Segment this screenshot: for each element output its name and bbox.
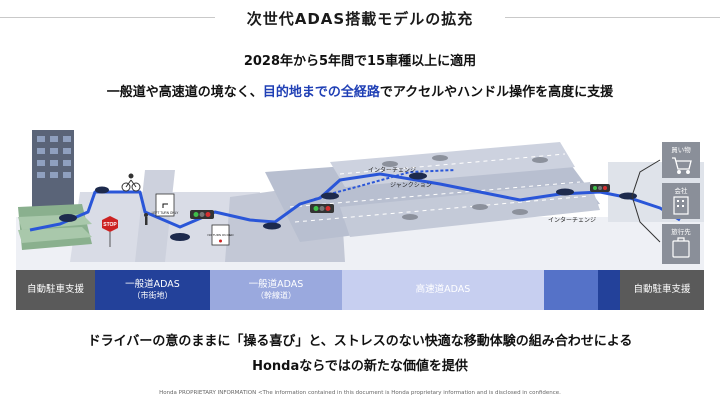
car-icon (402, 214, 418, 220)
lead-line-2-pre: 一般道や高速道の境なく、 (106, 85, 263, 100)
title-divider-left (0, 17, 215, 18)
no-turn-on-red-text: NO TURN ON RED (207, 233, 234, 237)
stage-band: 自動駐車支援 一般道ADAS （市街地） 一般道ADAS （幹線道） 高速道AD… (16, 270, 704, 310)
pedestrian-icon (144, 213, 148, 225)
dest-office-label: 会社 (675, 186, 689, 195)
lead-line-2: 一般道や高速道の境なく、目的地までの全経路でアクセルやハンドル操作を高度に支援 (0, 81, 720, 100)
car-icon (263, 222, 281, 230)
parking-garage (18, 204, 92, 250)
junction-label: ジャンクション (390, 182, 432, 189)
shopping-cart-icon (672, 157, 692, 174)
stop-sign: STOP (102, 216, 118, 247)
lead-line-2-highlight: 目的地までの全経路 (262, 85, 380, 100)
traffic-light-icon (310, 204, 334, 213)
traffic-light-icon (590, 184, 610, 192)
car-icon (532, 157, 548, 163)
interchange-label-right: インターチェンジ (548, 216, 596, 224)
stage-label: 自動駐車支援 (26, 284, 84, 296)
stage-label: 自動駐車支援 (633, 284, 691, 296)
car-icon (556, 188, 574, 196)
closing-line-2: Hondaならではの新たな価値を提供 (252, 359, 468, 374)
stage-urban-adas: 一般道ADAS （市街地） (95, 270, 210, 310)
stage-highway-adas: 高速道ADAS (342, 270, 544, 310)
car-icon (95, 186, 109, 194)
stage-arterial-adas: 一般道ADAS （幹線道） (210, 270, 342, 310)
suitcase-icon (672, 237, 690, 258)
confidentiality-footer: Honda PROPRIETARY INFORMATION <The infor… (159, 390, 561, 396)
stage-label: 高速道ADAS (415, 284, 471, 296)
dest-travel-label: 旅行先 (671, 227, 691, 236)
car-icon (382, 161, 398, 167)
car-icon (472, 204, 488, 210)
left-turn-only-sign: LEFT TURN ONLY (152, 193, 180, 217)
title-divider-right (505, 17, 720, 18)
lead-line-2-post: でアクセルやハンドル操作を高度に支援 (379, 85, 614, 100)
lead-line-1: 2028年から5年間で15車種以上に適用 (243, 54, 477, 69)
stage-auto-parking-start: 自動駐車支援 (16, 270, 95, 310)
stage-urban-exit (598, 270, 620, 310)
car-icon (619, 192, 637, 200)
no-turn-on-red-sign: NO TURN ON RED (207, 224, 234, 246)
lower-expressway (340, 182, 600, 237)
car-icon (321, 192, 339, 200)
left-turn-only-text: LEFT TURN ONLY (152, 211, 180, 215)
building-icon (673, 196, 689, 215)
stage-label: 一般道ADAS (125, 279, 180, 291)
stage-sublabel: （幹線道） (256, 290, 296, 300)
car-icon (432, 155, 448, 161)
car-icon (170, 233, 190, 241)
route-illustration: STOP LEFT TURN ONLY NO TURN ON RED インターチ… (0, 112, 720, 272)
dest-shopping-label: 買い物 (671, 145, 691, 154)
header: 次世代ADAS搭載モデルの拡充 (0, 0, 720, 36)
closing-line-1: ドライバーの意のままに「操る喜び」と、ストレスのない快適な移動体験の組み合わせに… (87, 334, 633, 349)
page-title: 次世代ADAS搭載モデルの拡充 (246, 9, 474, 28)
stage-highway-exit (544, 270, 598, 310)
destination-connector (631, 159, 661, 243)
stage-sublabel: （市街地） (132, 290, 173, 300)
car-icon (59, 214, 77, 222)
interchange-label-left: インターチェンジ (368, 166, 416, 174)
car-icon (409, 172, 427, 180)
destination-office: 会社 (662, 183, 700, 219)
office-building (32, 130, 74, 210)
cyclist-icon (121, 173, 141, 192)
car-icon (512, 209, 528, 215)
traffic-light-icon (190, 210, 214, 219)
stop-sign-text: STOP (103, 222, 117, 228)
destination-travel: 旅行先 (662, 224, 700, 264)
stage-label: 一般道ADAS (248, 279, 304, 291)
interchange-route (299, 169, 456, 205)
destination-shopping: 買い物 (662, 142, 700, 178)
stage-auto-parking-end: 自動駐車支援 (620, 270, 704, 310)
